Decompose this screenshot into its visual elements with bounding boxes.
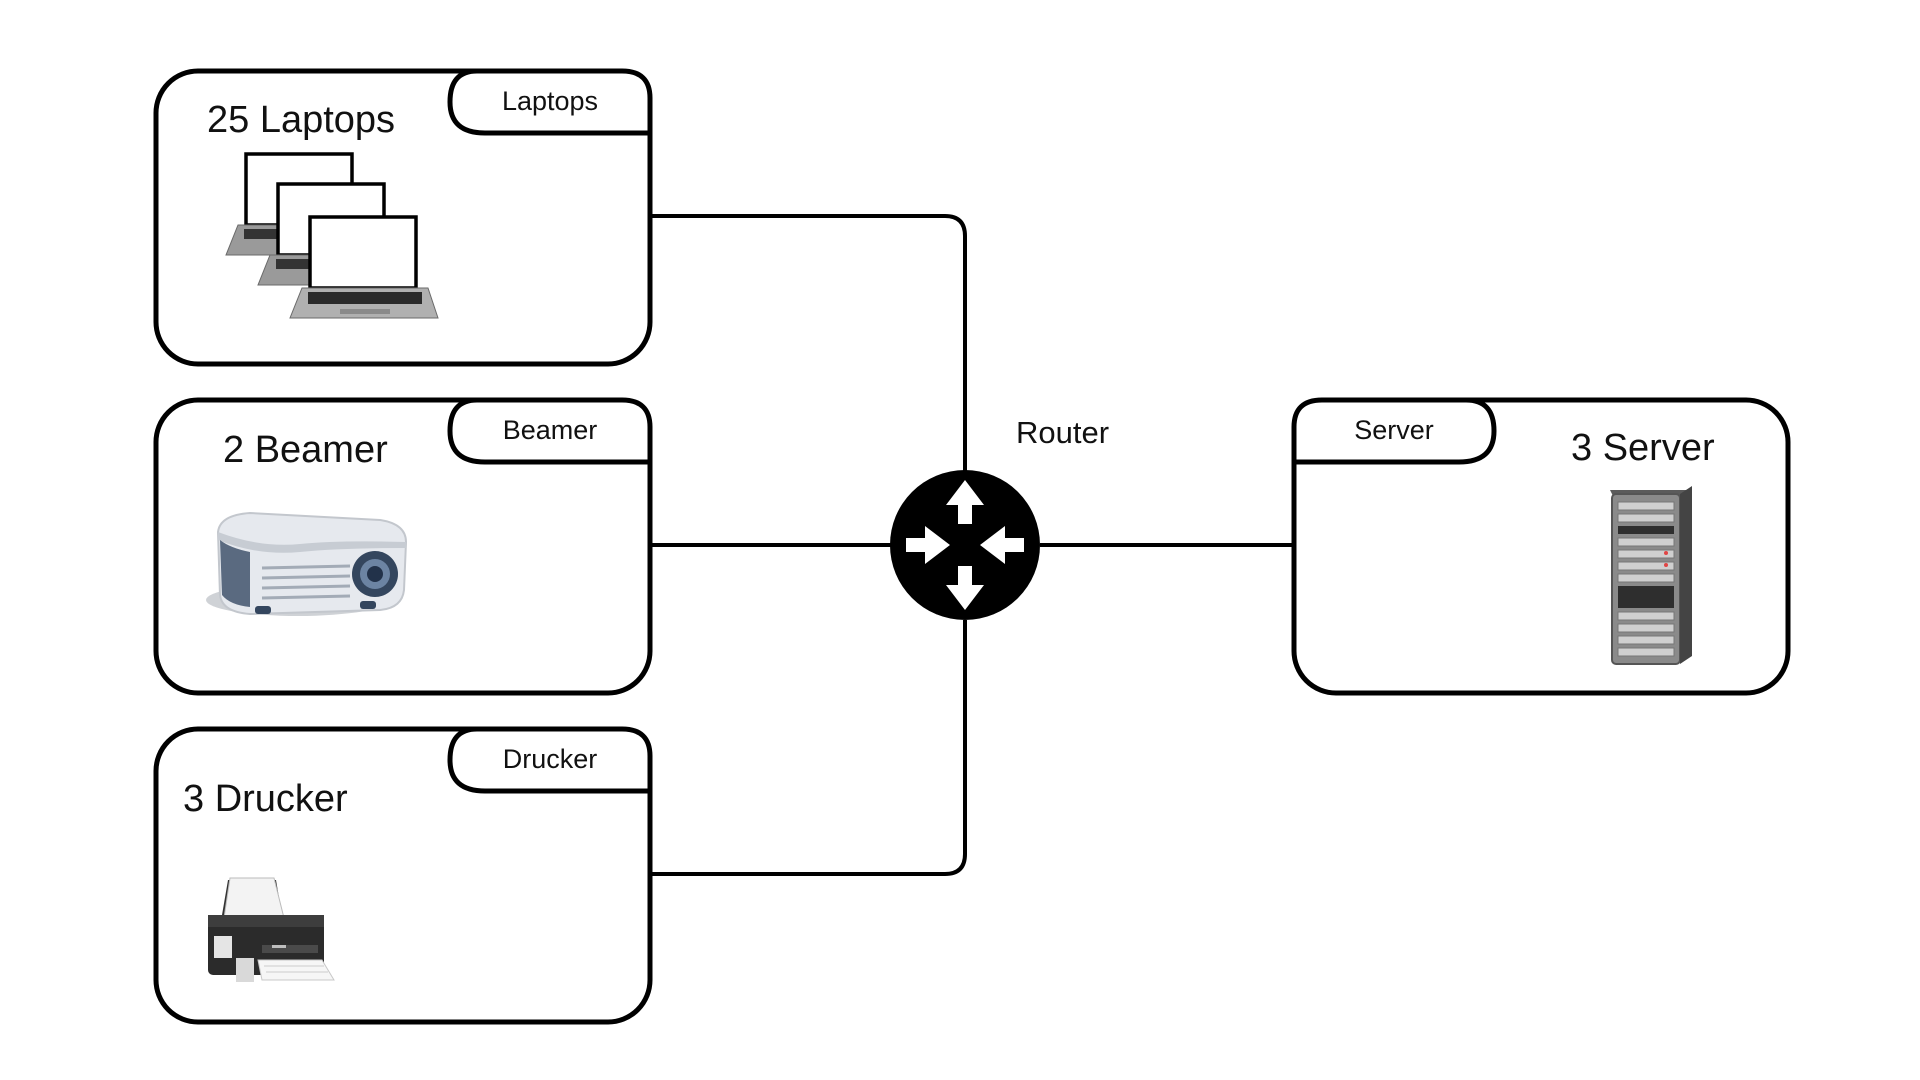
group-server[interactable]: Server 3 Server [1291, 397, 1791, 696]
router-label: Router [1016, 415, 1109, 450]
tab-drucker[interactable] [447, 726, 653, 794]
link-laptops-router [651, 214, 967, 472]
printer-icon [208, 877, 335, 982]
router[interactable]: Router [890, 415, 1109, 620]
router-icon [890, 470, 1040, 620]
group-drucker-title: 3 Drucker [183, 778, 348, 820]
group-beamer[interactable]: Beamer 2 Beamer [153, 397, 653, 696]
connections [651, 214, 1293, 876]
tab-server-label: Server [1354, 415, 1434, 445]
group-beamer-title: 2 Beamer [223, 429, 388, 471]
link-drucker-router [651, 620, 967, 876]
tab-beamer[interactable] [447, 397, 653, 465]
server-rack-icon [1610, 486, 1692, 665]
tab-drucker-label: Drucker [503, 744, 598, 774]
tab-server[interactable] [1291, 397, 1497, 465]
tab-laptops-label: Laptops [502, 86, 598, 116]
group-laptops-title: 25 Laptops [207, 99, 395, 141]
tab-laptops[interactable] [447, 68, 653, 136]
laptop-icon [225, 152, 439, 319]
tab-beamer-label: Beamer [503, 415, 598, 445]
group-laptops[interactable]: Laptops 25 Laptops [153, 68, 653, 367]
group-drucker[interactable]: Drucker 3 Drucker [153, 726, 653, 1025]
group-server-title: 3 Server [1571, 427, 1715, 469]
projector-icon [206, 511, 408, 616]
